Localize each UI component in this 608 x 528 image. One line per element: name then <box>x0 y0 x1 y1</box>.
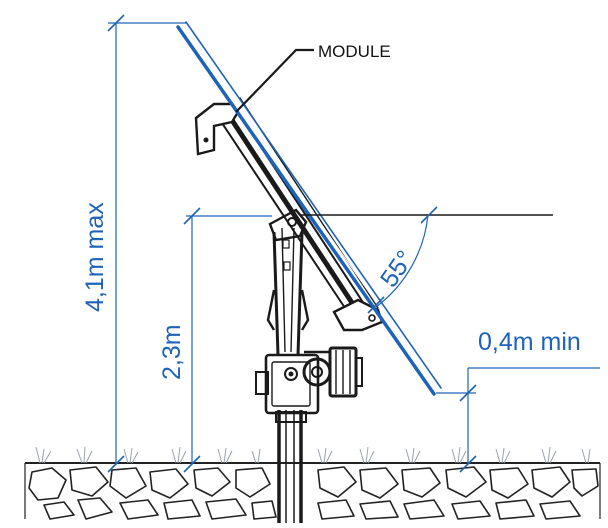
max-height-label: 4,1m max <box>81 202 109 312</box>
dimension-2-3m <box>183 207 272 473</box>
ground-soil <box>24 462 601 520</box>
support-post <box>266 227 310 523</box>
tilt-angle-indicator <box>300 206 553 314</box>
min-clearance-label: 0,4m min <box>478 328 581 356</box>
module-callout: MODULE <box>235 42 391 113</box>
tilt-angle-label: 55° <box>375 245 420 292</box>
grass-tufts <box>35 446 591 464</box>
pv-module-assembly <box>176 21 442 396</box>
gearbox-motor <box>255 346 363 423</box>
module-label: MODULE <box>318 42 391 61</box>
dimension-4-1m <box>107 14 186 473</box>
dimension-0-4m <box>436 367 600 473</box>
pivot-height-label: 2,3m <box>158 324 186 380</box>
